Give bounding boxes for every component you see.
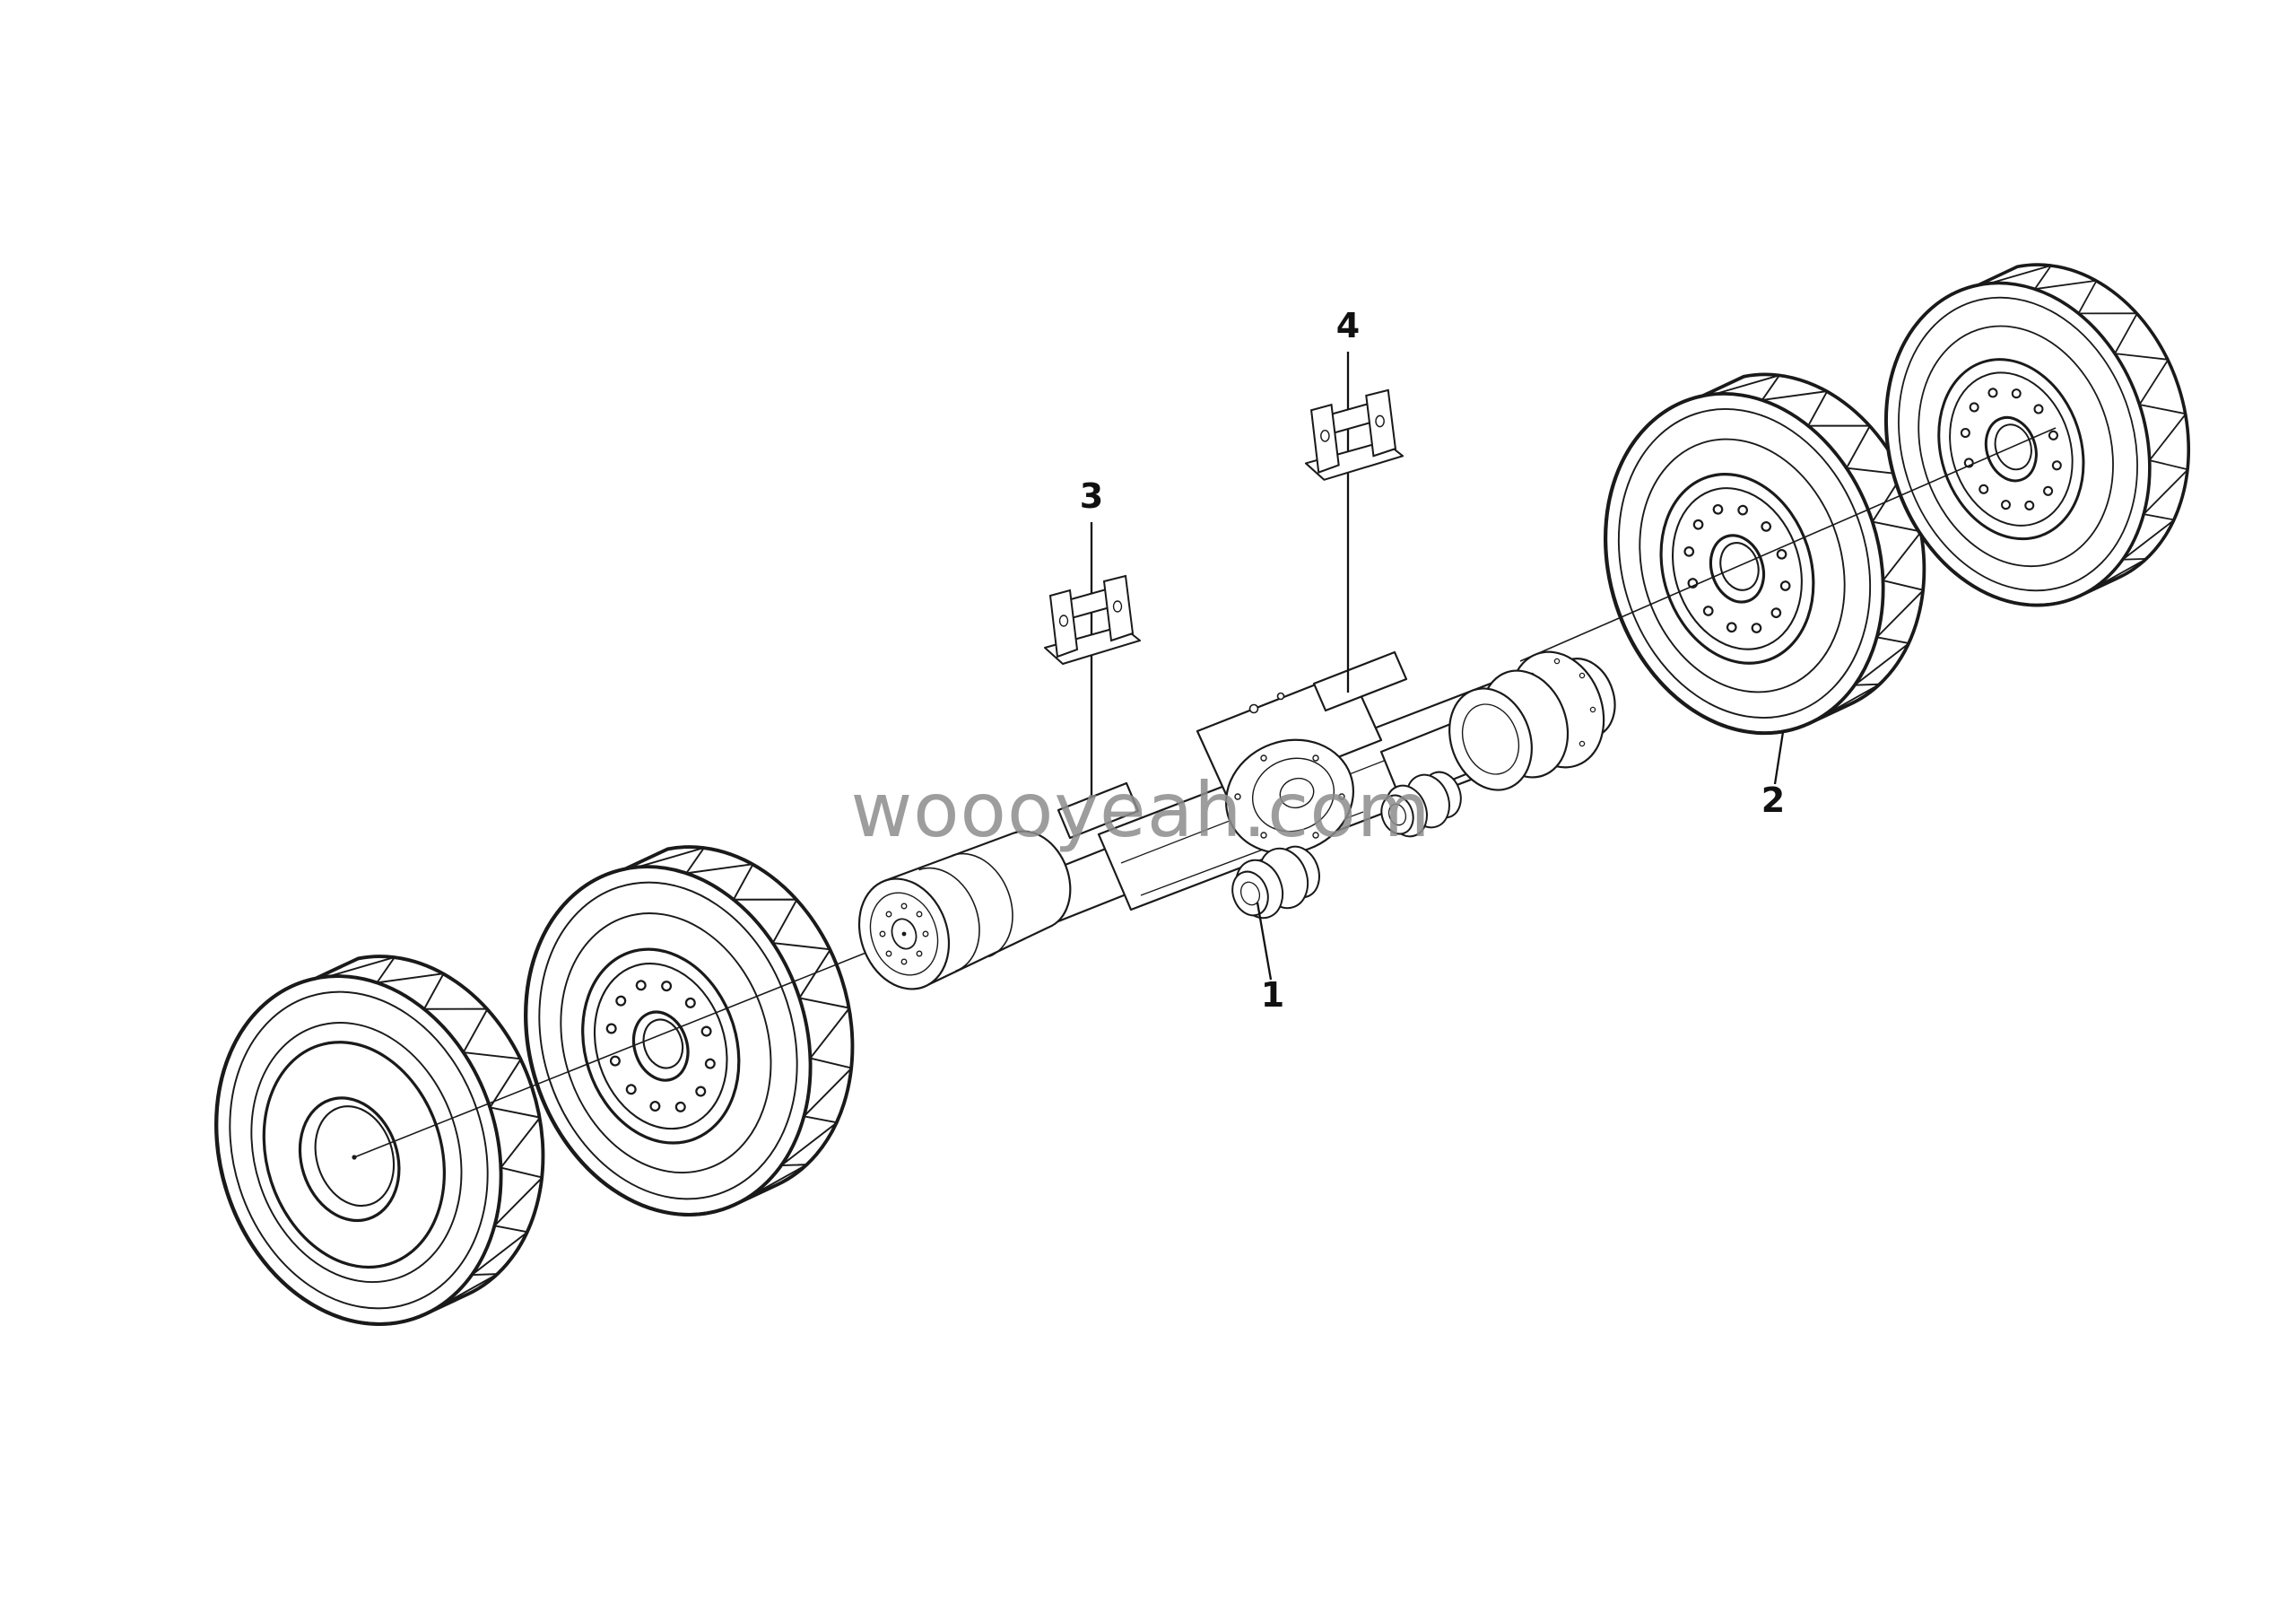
hub-face-bolts <box>879 903 929 965</box>
chamber-face-ring <box>1239 881 1261 906</box>
watermark-text: woooyeah.com <box>850 766 1431 854</box>
differential-hub <box>1279 777 1315 809</box>
hub-cap-center <box>901 931 907 937</box>
callout-1-leader <box>1256 902 1273 981</box>
wheel-end-hub-right <box>1448 650 1616 791</box>
trunnion-pad-right <box>1312 650 1408 712</box>
differential-bulge <box>1224 738 1355 855</box>
axis-centerlines <box>352 427 2057 1160</box>
wheel-end-hub-left <box>857 830 1072 990</box>
tire-left-inner <box>478 808 900 1254</box>
differential-cover-ring <box>1251 757 1335 833</box>
chamber-face-ring <box>1387 803 1407 826</box>
callout-3-label: 3 <box>1080 476 1103 516</box>
hub-rib-1 <box>918 867 980 972</box>
axis-line-right <box>1519 427 2057 662</box>
axle-assembly <box>857 650 1616 990</box>
trunnion-pad-left <box>1057 781 1140 840</box>
axis-end-dot-left <box>352 1155 357 1160</box>
chamber-face <box>1231 870 1269 917</box>
wheel-group-right <box>1559 229 2233 772</box>
axis-line-left <box>353 937 905 1158</box>
callout-labels: 1 2 3 4 <box>1080 306 1785 1015</box>
callout-2-leader <box>1773 731 1785 785</box>
callout-1-label: 1 <box>1261 975 1284 1015</box>
callout-2-label: 2 <box>1761 780 1785 820</box>
breather-fitting <box>1248 703 1259 714</box>
chamber-face <box>1380 794 1414 835</box>
top-fitting <box>1276 692 1285 701</box>
hub-face-ring <box>869 892 939 976</box>
callout-leaders <box>1090 352 1785 981</box>
drum-near-face <box>1448 687 1533 791</box>
differential-bolts <box>1234 754 1345 839</box>
drum-near-ring <box>1461 703 1520 775</box>
hub-rib-2 <box>952 852 1013 958</box>
brake-chamber-rear <box>1380 771 1462 838</box>
brake-chamber-front <box>1231 845 1320 920</box>
callout-4-label: 4 <box>1336 306 1360 345</box>
mounting-bracket-4 <box>1304 388 1405 481</box>
